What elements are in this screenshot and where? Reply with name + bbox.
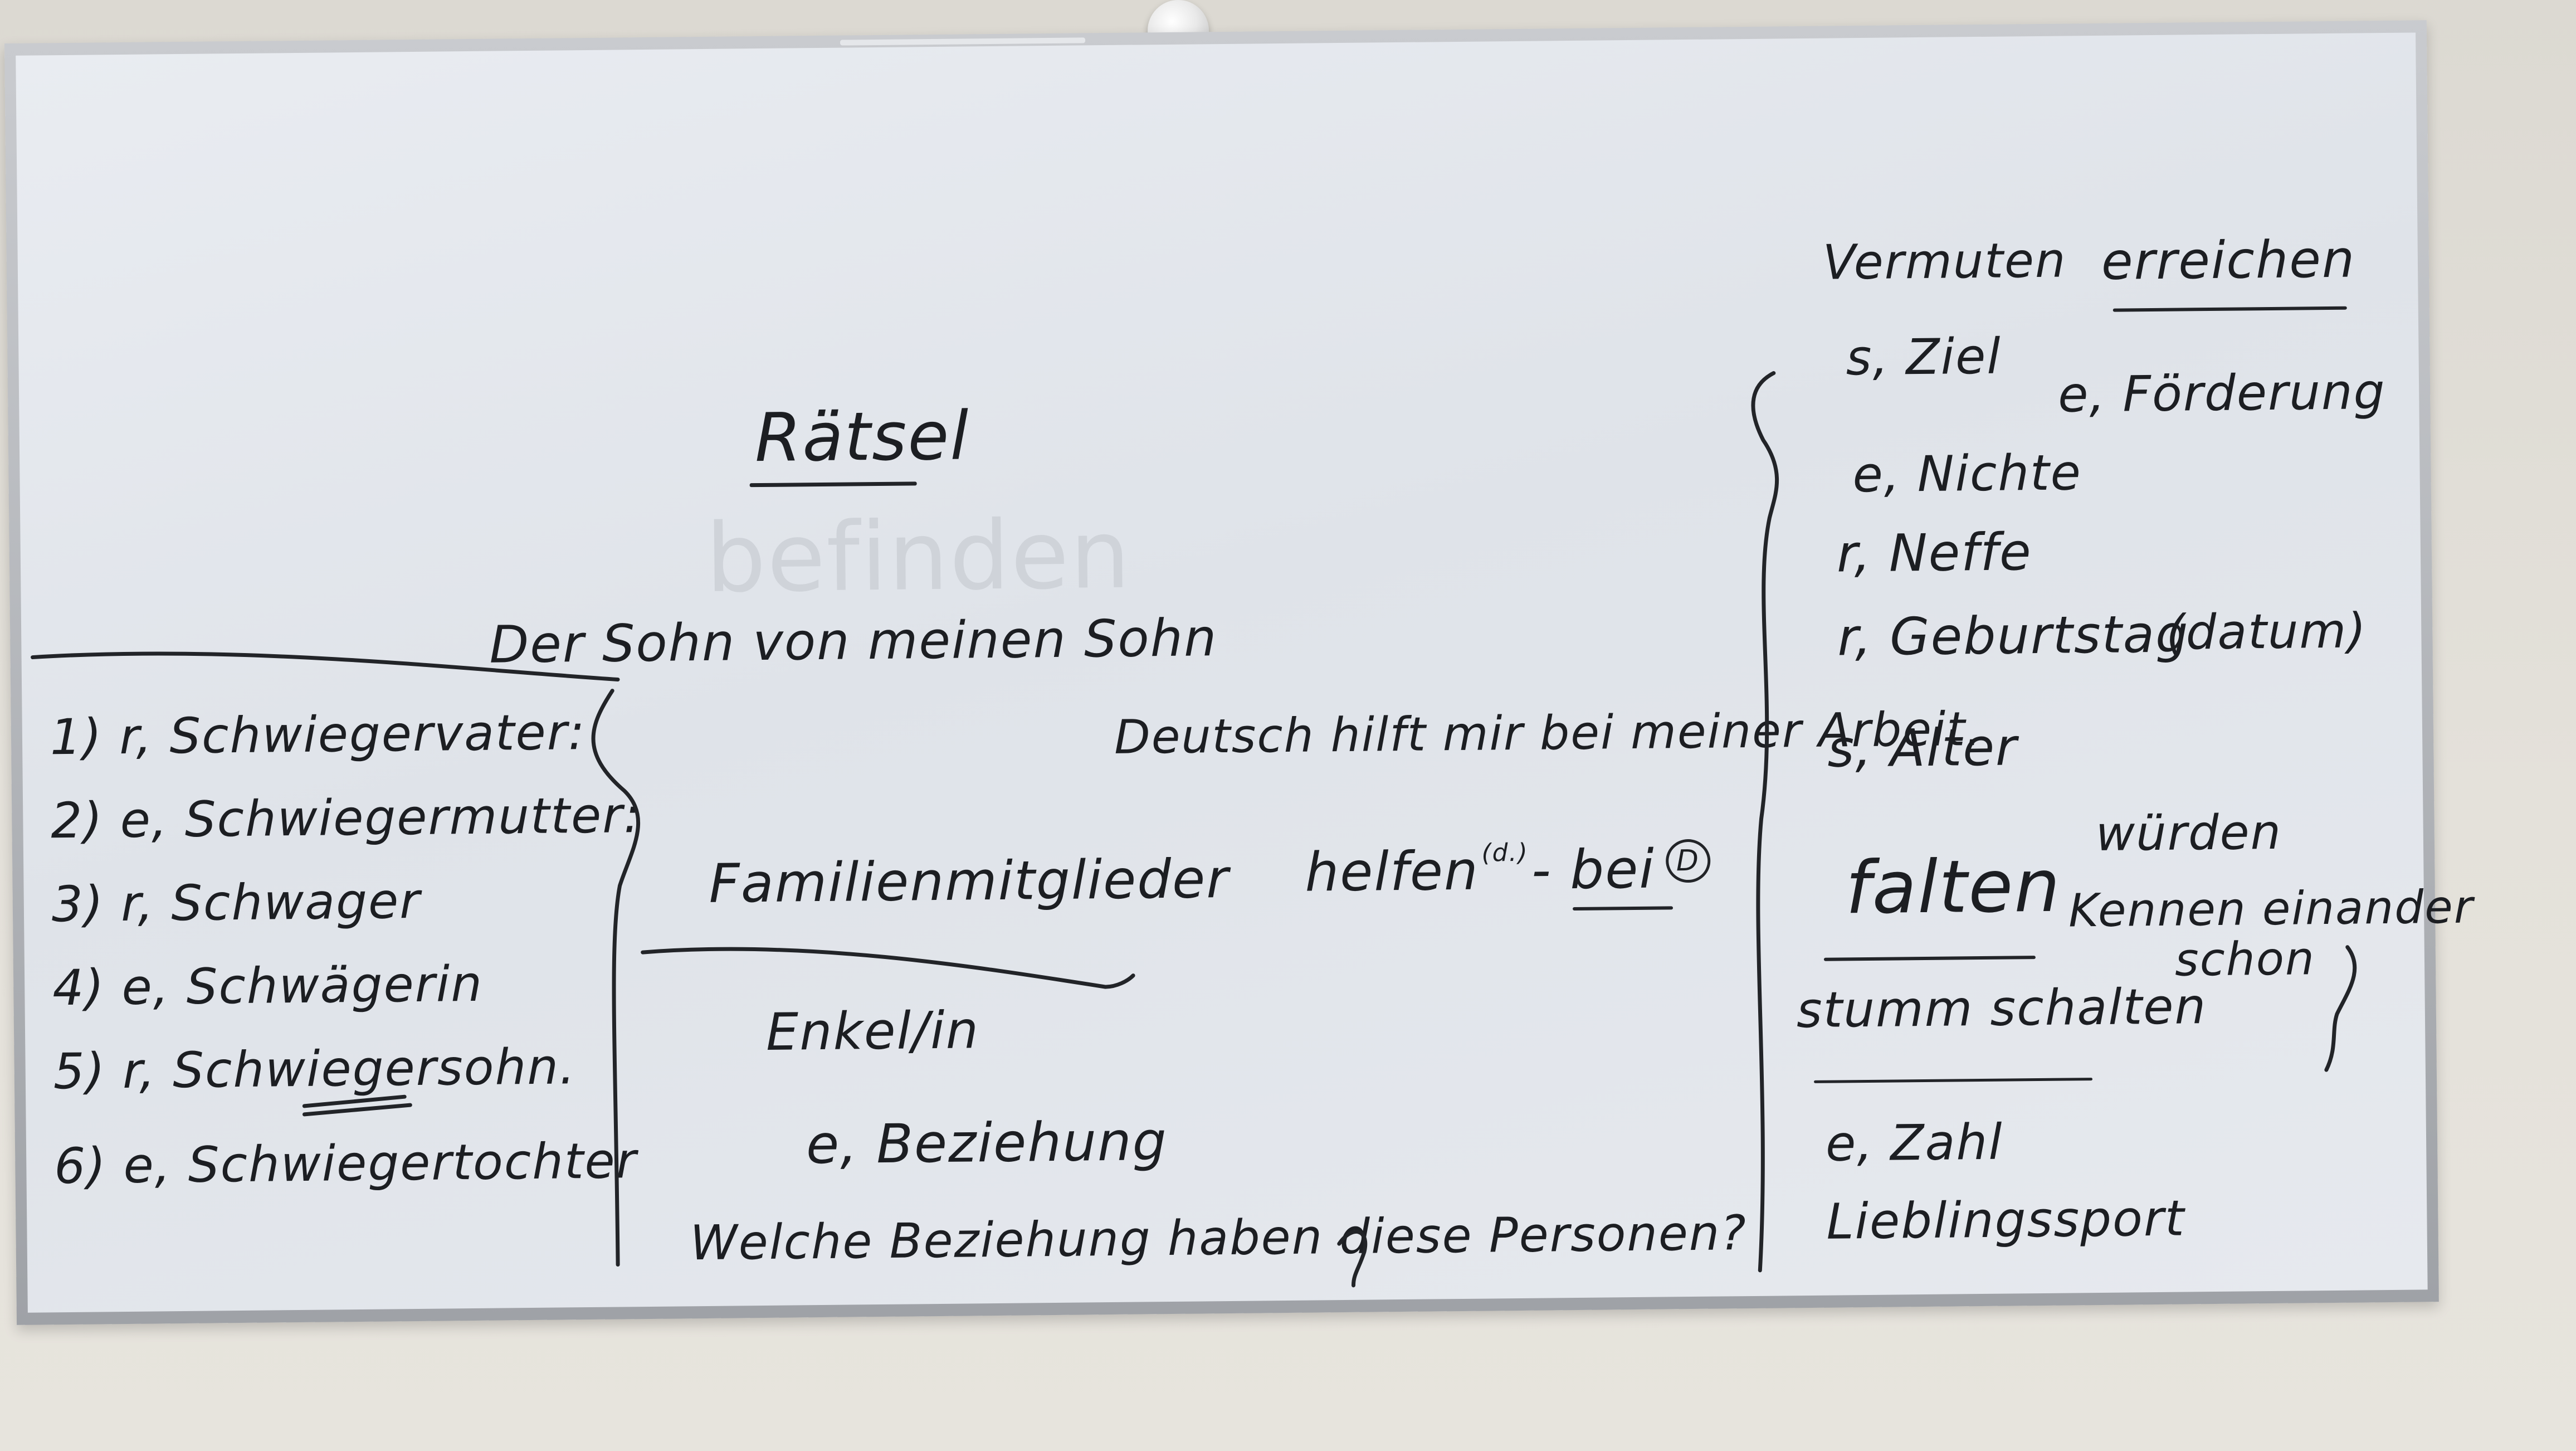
whiteboard-frame: befinden Rätsel Der Sohn von meinen Sohn… bbox=[4, 20, 2474, 1325]
marker-strip bbox=[840, 37, 1086, 46]
right-brace bbox=[1751, 371, 1779, 1273]
whiteboard-surface: befinden Rätsel Der Sohn von meinen Sohn… bbox=[16, 32, 2474, 1313]
schwiegersohn-underline-2 bbox=[302, 1103, 412, 1117]
question-mark-flourish bbox=[1337, 1230, 1368, 1288]
left-brace bbox=[591, 689, 641, 1267]
marker-strokes bbox=[31, 371, 2357, 1288]
small-brace bbox=[2324, 945, 2357, 1072]
left-top-line bbox=[31, 651, 620, 681]
schwiegersohn-underline bbox=[302, 1094, 407, 1108]
middle-divider bbox=[641, 947, 1135, 989]
